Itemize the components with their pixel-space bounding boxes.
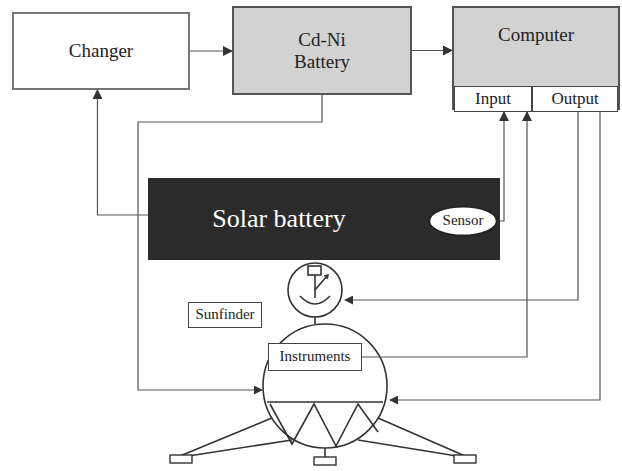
foot (314, 457, 336, 465)
label-box: Instruments (268, 343, 362, 371)
foot (170, 455, 192, 463)
power-wires (138, 95, 600, 400)
node-label: Sensor (443, 212, 484, 229)
frame-beam (267, 401, 383, 403)
process-box: Changer (12, 12, 190, 90)
sensor-oval: Sensor (428, 205, 498, 237)
node-label: Output (551, 89, 598, 109)
leg (182, 440, 292, 457)
sensor-head (308, 266, 321, 275)
node-label: Instruments (280, 348, 351, 365)
mast (314, 275, 316, 298)
feet (170, 455, 476, 465)
dish (300, 296, 330, 304)
body-sphere (263, 324, 387, 448)
signal-connector (190, 50, 232, 51)
label-box: Sunfinder (188, 302, 262, 328)
oval-shape (429, 207, 496, 236)
solar-panel-box: Solar battery Sensor (148, 178, 500, 260)
frame-truss (270, 404, 378, 446)
node-label: Changer (69, 40, 133, 62)
neck (314, 317, 316, 324)
sunfinder-sphere (288, 263, 342, 317)
port-box: Output (532, 86, 618, 112)
port-box: Input (454, 86, 532, 112)
lander-body (180, 263, 465, 458)
leg (358, 440, 463, 457)
node-label: Sunfinder (195, 306, 254, 323)
computer-box: ComputerInput Output (452, 6, 620, 110)
pointer-tip (324, 275, 328, 279)
node-label: Cd-Ni Battery (277, 29, 367, 73)
node-label: Input (475, 89, 511, 109)
node-label: Solar battery (212, 204, 346, 234)
battery-box: Cd-Ni Battery (232, 6, 412, 95)
pointer (315, 276, 327, 290)
node-label: Computer (498, 24, 574, 46)
foot (454, 455, 476, 463)
signal-connector (97, 90, 148, 215)
signal-connector (412, 50, 452, 51)
